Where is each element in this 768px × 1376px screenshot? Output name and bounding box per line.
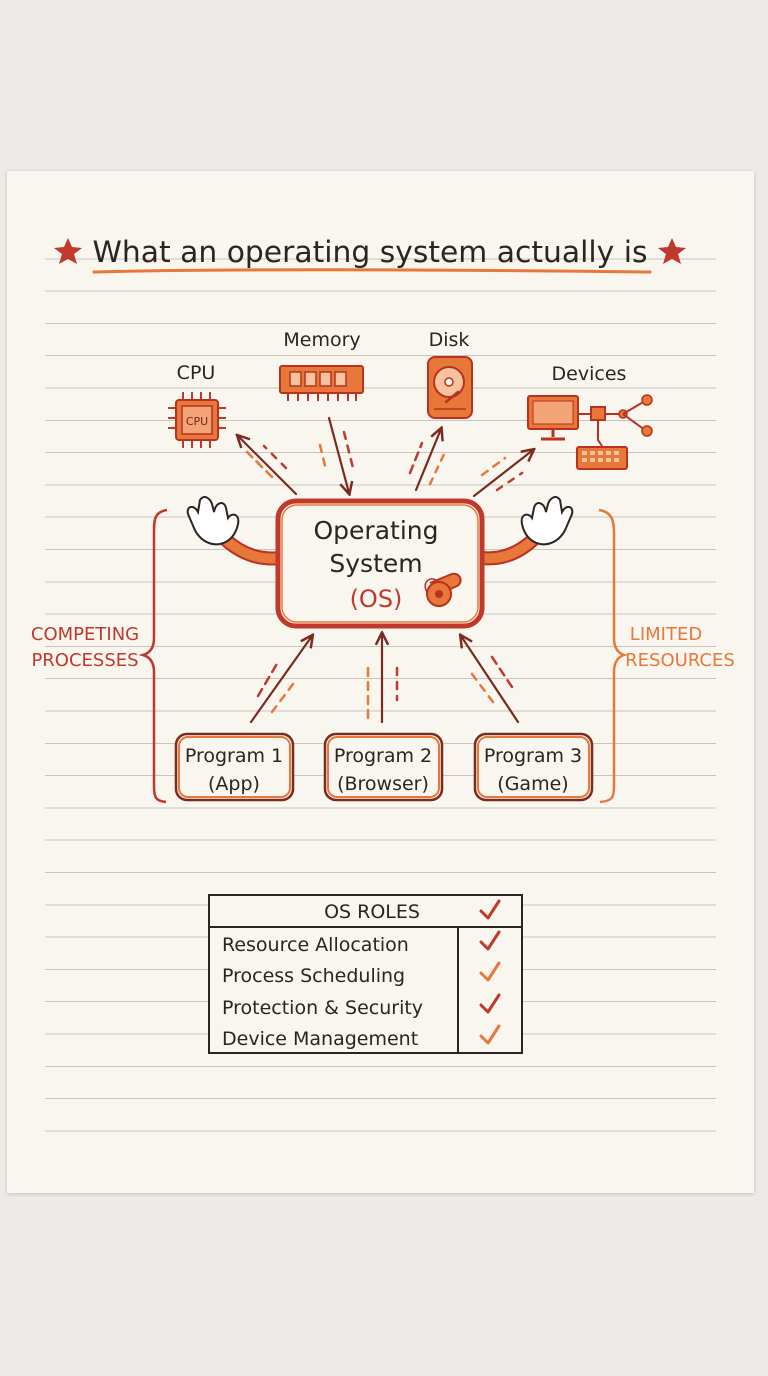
roles-header: OS ROLES — [324, 901, 420, 923]
program-box-2: Program 2 (Browser) — [323, 732, 444, 802]
devices-network-icon — [527, 394, 653, 470]
os-title-line1: Operating — [314, 516, 439, 545]
left-brace — [138, 508, 168, 804]
check-icon — [479, 961, 501, 982]
page-title: What an operating system actually is — [93, 235, 648, 269]
whistle-icon — [424, 572, 462, 607]
star-icon — [54, 238, 82, 264]
limited-label-line1: LIMITED — [630, 624, 702, 645]
program-2-type: (Browser) — [337, 773, 429, 795]
os-roles-table: OS ROLES Resource Allocation Process Sch… — [208, 894, 523, 1054]
star-icon — [658, 238, 686, 264]
check-icon — [479, 899, 501, 920]
cpu-chip-text: CPU — [186, 415, 208, 428]
arrow-to-memory — [327, 416, 349, 493]
devices-label: Devices — [552, 363, 627, 385]
arrow-to-devices — [472, 450, 533, 498]
memory-label: Memory — [283, 329, 360, 351]
resource-arrows — [238, 416, 533, 498]
os-abbreviation: (OS) — [350, 585, 403, 613]
operating-system-box: Operating System (OS) — [275, 498, 485, 629]
right-brace — [598, 508, 628, 804]
program-3-name: Program 3 — [484, 745, 582, 767]
arrow-to-disk — [414, 429, 441, 492]
title-group: What an operating system actually is — [54, 235, 686, 274]
check-icon — [479, 993, 501, 1014]
os-arms — [186, 496, 574, 566]
role-row-1: Resource Allocation — [222, 934, 409, 956]
program-arrows — [249, 634, 520, 724]
program-3-type: (Game) — [497, 773, 568, 795]
competing-label-line2: PROCESSES — [31, 650, 138, 671]
competing-label-line1: COMPETING — [31, 624, 139, 645]
role-row-4: Device Management — [222, 1028, 418, 1050]
left-glove-icon — [186, 496, 240, 546]
notebook-paper — [7, 171, 754, 1193]
role-row-2: Process Scheduling — [222, 965, 405, 987]
program-1-type: (App) — [208, 773, 260, 795]
program-box-1: Program 1 (App) — [174, 732, 295, 802]
check-icon — [479, 930, 501, 951]
arrow-from-program-3 — [461, 636, 520, 724]
title-underline — [92, 268, 652, 274]
arrow-to-cpu — [238, 436, 298, 496]
cpu-chip-icon: CPU — [168, 392, 226, 448]
limited-label-line2: RESOURCES — [625, 650, 735, 671]
right-glove-icon — [520, 496, 574, 546]
program-2-name: Program 2 — [334, 745, 432, 767]
program-1-name: Program 1 — [185, 745, 283, 767]
os-title-line2: System — [329, 549, 422, 578]
disk-label: Disk — [429, 329, 470, 351]
memory-module-icon — [279, 365, 364, 401]
cpu-label: CPU — [177, 362, 216, 384]
program-box-3: Program 3 (Game) — [473, 732, 594, 802]
hard-disk-icon — [427, 356, 473, 419]
arrow-from-program-1 — [249, 636, 312, 724]
check-icon — [479, 1024, 501, 1045]
role-row-3: Protection & Security — [222, 997, 423, 1019]
